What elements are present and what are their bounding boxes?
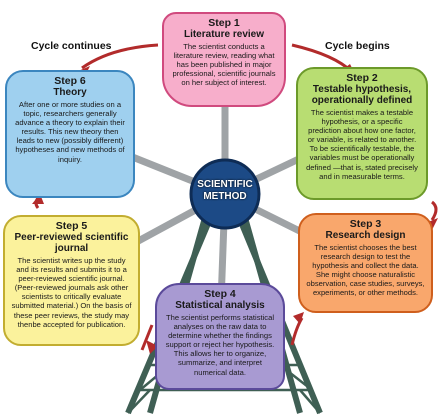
step-6-description: After one or more studies on a topic, re… (15, 100, 125, 164)
step-2-description: The scientist makes a testable hypothesi… (306, 108, 418, 181)
step-6-box: Step 6 Theory After one or more studies … (5, 70, 135, 198)
step-3-number: Step 3 (349, 218, 382, 230)
step-4-title: Statistical analysis (175, 300, 265, 311)
step-5-box: Step 5 Peer-reviewed scientific journal … (3, 215, 140, 346)
step-3-box: Step 3 Research design The scientist cho… (298, 213, 433, 313)
step-6-number: Step 6 (54, 75, 86, 87)
step-3-title: Research design (325, 230, 406, 241)
hub-label-line2: METHOD (203, 191, 247, 202)
step-3-description: The scientist chooses the best research … (306, 243, 425, 298)
step-1-number: Step 1 (208, 17, 240, 29)
hub-label: SCIENTIFIC METHOD (191, 167, 259, 221)
step-5-description: The scientist writes up the study and it… (11, 256, 132, 329)
step-1-title: Literature review (183, 29, 265, 40)
step-5-title: Peer-reviewed scientific journal (14, 232, 129, 254)
step-1-description: The scientist conducts a literature revi… (172, 42, 276, 88)
hub-circle (189, 158, 261, 230)
step-6-title: Theory (53, 87, 87, 98)
cycle-begins-label: Cycle begins (325, 40, 390, 52)
step-4-box: Step 4 Statistical analysis The scientis… (155, 283, 285, 390)
step-1-box: Step 1 Literature review The scientist c… (162, 12, 286, 107)
step-2-number: Step 2 (346, 72, 378, 84)
cycle-continues-label: Cycle continues (31, 40, 112, 52)
hub-label-line1: SCIENTIFIC (197, 179, 253, 190)
step-5-number: Step 5 (55, 220, 88, 232)
step-2-box: Step 2 Testable hypothesis, operationall… (296, 67, 428, 200)
step-4-number: Step 4 (204, 288, 236, 300)
step-2-title: Testable hypothesis, operationally defin… (311, 84, 413, 106)
step-4-description: The scientist performs statistical analy… (165, 313, 275, 377)
